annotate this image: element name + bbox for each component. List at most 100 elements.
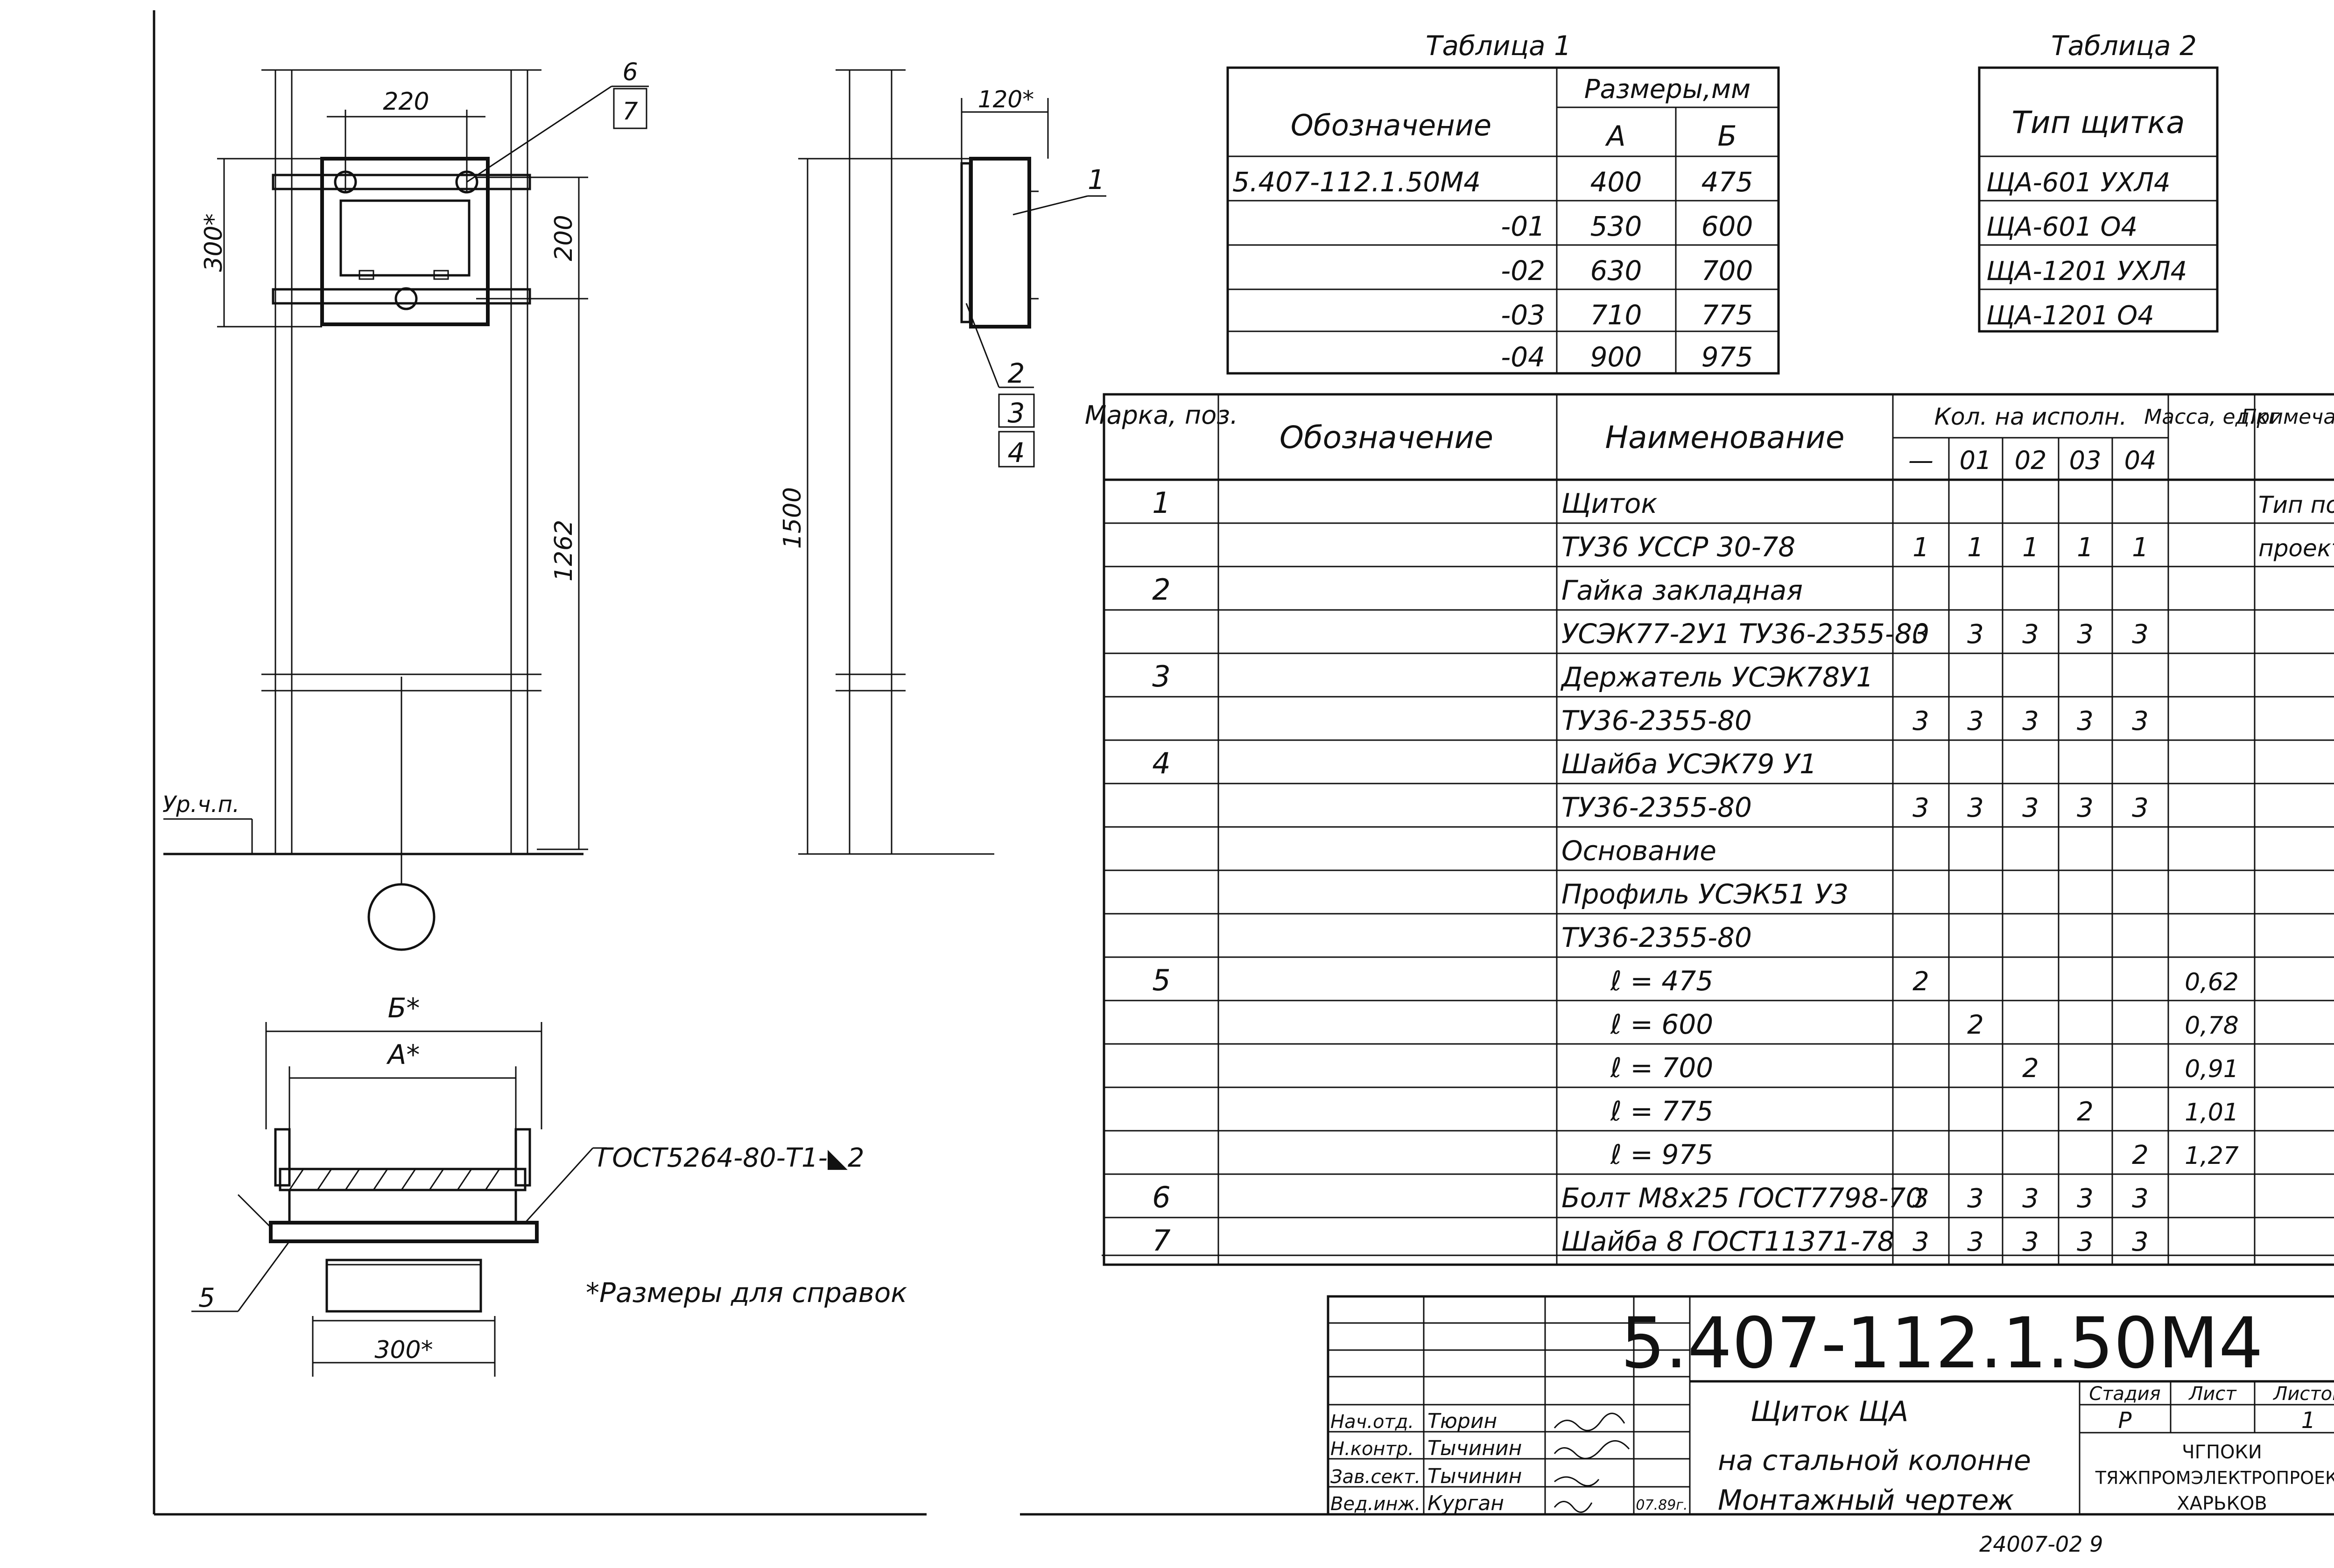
spec-qty: 2: [1912, 966, 1929, 997]
staff-role: Вед.инж.: [1330, 1493, 1420, 1515]
spec-qty: 1: [1912, 532, 1929, 563]
spec-qty: 3: [2022, 1227, 2039, 1257]
table1-title: Таблица 1: [1426, 30, 1571, 62]
table1-size-a: 710: [1590, 299, 1642, 331]
spec-mass: 1,01: [2185, 1099, 2239, 1127]
spec-qty: 3: [1912, 793, 1929, 823]
table1-designation: -04: [1501, 341, 1545, 373]
spec-name: УСЭК77-2У1 ТУ36-2355-80: [1561, 618, 1929, 650]
spec-qty: 3: [1912, 706, 1929, 736]
dim-b: Б*: [388, 992, 420, 1024]
spec-qty: 3: [2077, 793, 2094, 823]
spec-qty: 3: [1912, 1227, 1929, 1257]
staff-name: Тычинин: [1427, 1436, 1522, 1460]
table2-type: ЩА-601 О4: [1986, 212, 2137, 242]
sheets-header: Листов: [2272, 1383, 2334, 1405]
spec-table-grid: [1103, 393, 2334, 1266]
dim-300: 300*: [200, 213, 228, 272]
spec-pos: 2: [1152, 573, 1170, 607]
table2-type: ЩА-601 УХЛ4: [1986, 168, 2171, 198]
table1-size-b: 775: [1701, 299, 1753, 331]
dim-120: 120*: [978, 86, 1034, 113]
spec-name: Болт М8х25 ГОСТ7798-70: [1561, 1182, 1923, 1214]
spec-name: Шайба УСЭК79 У1: [1561, 748, 1817, 780]
spec-name: ℓ = 775: [1610, 1095, 1713, 1127]
table2-text: Таблица 2 Тип щитка: [2011, 30, 2197, 140]
callout-5: 5: [198, 1283, 215, 1313]
table1-col-sizes: Размеры,мм: [1584, 74, 1751, 105]
spec-qty: 3: [2132, 619, 2149, 650]
spec-qty: 3: [1967, 793, 1984, 823]
table1-col-a: А: [1604, 120, 1625, 153]
org-line-2: ТЯЖПРОМЭЛЕКТРОПРОЕКТ: [2095, 1468, 2334, 1488]
callout-4: 4: [1008, 437, 1025, 469]
table1-size-b: 700: [1701, 255, 1753, 287]
archive-number: 24007-02 9: [1979, 1532, 2103, 1557]
spec-variant-header: 04: [2124, 446, 2157, 475]
spec-header-text: Марка, поз. Обозначение Наименование Кол…: [1085, 400, 2334, 455]
spec-h-mass: Масса, ед.кг: [2144, 405, 2279, 429]
title-line-3: Монтажный чертеж: [1718, 1484, 2014, 1517]
table1-designation: -03: [1501, 299, 1545, 331]
spec-name: ℓ = 600: [1610, 1008, 1713, 1040]
front-view: [163, 69, 649, 951]
spec-h-note: Примечание: [2241, 405, 2334, 429]
table1-size-a: 900: [1590, 341, 1642, 373]
sheet-header: Лист: [2188, 1383, 2237, 1405]
spec-qty: 1: [2132, 532, 2149, 563]
title-line-1: Щиток ЩА: [1750, 1395, 1908, 1428]
staff-role: Зав.сект.: [1330, 1466, 1420, 1488]
spec-note: Тип по: [2258, 491, 2334, 518]
dim-1500: 1500: [779, 487, 807, 549]
spec-qty: 3: [2132, 706, 2149, 736]
spec-name: Держатель УСЭК78У1: [1560, 661, 1873, 693]
spec-name: ℓ = 475: [1610, 965, 1713, 997]
spec-qty: 3: [2022, 619, 2039, 650]
spec-name: Профиль УСЭК51 У3: [1561, 878, 1849, 910]
spec-name: ℓ = 975: [1610, 1139, 1713, 1170]
staff-role: Нач.отд.: [1330, 1411, 1414, 1433]
spec-pos: 1: [1152, 486, 1170, 520]
section-view: [191, 1022, 607, 1377]
staff-name: Курган: [1427, 1491, 1504, 1515]
spec-name: ТУ36 УССР 30-78: [1561, 531, 1795, 563]
callout-7: 7: [622, 98, 638, 126]
title-block-text: 5.407-112.1.50М4 Щиток ЩА на стальной ко…: [1621, 1303, 2334, 1557]
spec-pos: 4: [1152, 746, 1170, 780]
weld-note: ГОСТ5264-80-Т1-◣2: [598, 1143, 865, 1173]
dim-1262: 1262: [550, 520, 578, 581]
spec-variant-header: 03: [2069, 446, 2102, 475]
callout-2: 2: [1008, 357, 1025, 389]
spec-pos: 3: [1152, 659, 1170, 693]
floor-level-label: Ур.ч.п.: [162, 791, 239, 818]
org-line-1: ЧГПОКИ: [2182, 1442, 2262, 1463]
table1-designation: -02: [1501, 255, 1545, 287]
spec-h-name: Наименование: [1605, 420, 1845, 455]
spec-h-qty: Кол. на исполн.: [1934, 403, 2127, 430]
table1-designation: 5.407-112.1.50М4: [1232, 166, 1481, 198]
spec-qty: 1: [2077, 532, 2094, 563]
spec-qty: 3: [2022, 793, 2039, 823]
stage-value: Р: [2118, 1407, 2132, 1434]
table2-title: Таблица 2: [2051, 30, 2197, 62]
spec-name: Гайка закладная: [1561, 574, 1803, 606]
callout-3: 3: [1008, 397, 1025, 429]
date: 07.89г.: [1636, 1497, 1687, 1513]
spec-qty: 3: [1967, 619, 1984, 650]
table1-size-b: 475: [1701, 166, 1753, 198]
staff-role: Н.контр.: [1330, 1438, 1414, 1460]
table1-size-b: 600: [1701, 210, 1753, 242]
spec-qty: 3: [1967, 1183, 1984, 1214]
drawing-labels: 220 300* 200 1262 6 7 Ур.ч.п. 120* 1500 …: [162, 58, 1105, 1364]
dim-220: 220: [383, 88, 429, 116]
dim-a: А*: [386, 1039, 420, 1071]
table1-text: Таблица 1 Обозначение Размеры,мм А Б: [1291, 30, 1750, 153]
spec-qty: 3: [2022, 706, 2039, 736]
spec-qty: 1: [2022, 532, 2039, 563]
spec-pos: 5: [1152, 963, 1170, 997]
spec-qty: 2: [2022, 1053, 2039, 1084]
